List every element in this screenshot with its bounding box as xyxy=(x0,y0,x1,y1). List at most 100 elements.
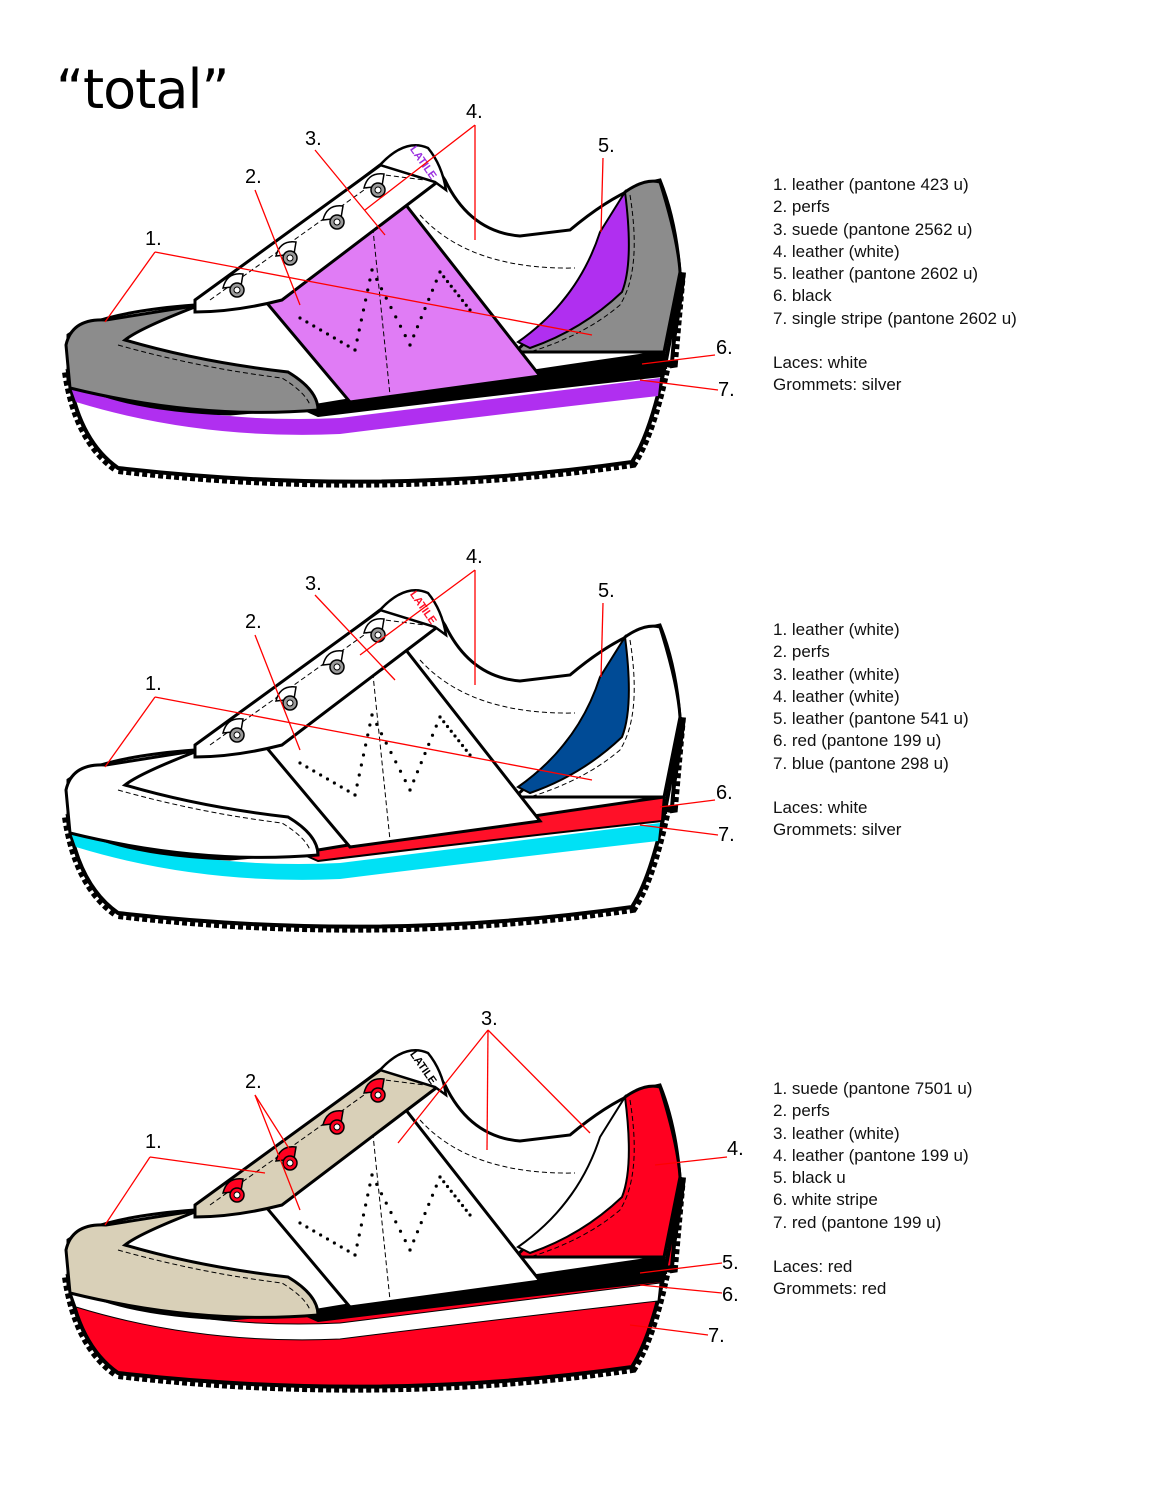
perf-dot xyxy=(464,303,468,307)
perf-dot xyxy=(339,1245,343,1249)
callout-label: 6. xyxy=(722,1284,739,1306)
saddle-stitch xyxy=(371,1124,391,1301)
callout-line xyxy=(254,634,301,751)
perf-dot xyxy=(384,1201,388,1205)
spec-item: 5. leather (pantone 541 u) xyxy=(773,709,969,729)
spec-item: 2. perfs xyxy=(773,642,830,662)
eyestay-stitch xyxy=(209,174,426,301)
perf-dot xyxy=(346,344,350,348)
laces-note: Laces: white xyxy=(773,353,868,373)
perf-dot xyxy=(398,1229,403,1233)
perfs-2 xyxy=(298,1173,472,1257)
perf-dot xyxy=(453,734,457,738)
perf-dot xyxy=(368,723,372,727)
callout-line xyxy=(104,251,156,323)
callout-line xyxy=(639,1284,723,1294)
shoe-2: LATILE xyxy=(60,569,719,933)
perf-dot xyxy=(384,741,388,745)
perf-dot xyxy=(408,343,412,347)
spec-item: 3. leather (white) xyxy=(773,664,900,684)
callout-line xyxy=(639,1262,723,1274)
spec-item: 2. perfs xyxy=(773,197,830,217)
perf-dot xyxy=(430,733,435,737)
perf-dot xyxy=(438,715,442,719)
grommets-note: Grommets: red xyxy=(773,1279,887,1299)
perf-dot xyxy=(457,294,461,298)
page-title: “total” xyxy=(56,58,229,121)
perf-dot xyxy=(423,306,427,311)
spec-item: 4. leather (white) xyxy=(773,241,900,261)
perf-dot xyxy=(430,288,435,292)
spec-list-2: 1. leather (white) 2. perfs 3. leather (… xyxy=(773,619,969,842)
perf-dot xyxy=(442,1180,446,1184)
callout-line xyxy=(314,149,386,236)
callout-label: 2. xyxy=(245,611,262,633)
laces-note: Laces: red xyxy=(773,1257,853,1277)
grommet-hole xyxy=(333,1123,341,1131)
perf-dot xyxy=(468,1213,472,1217)
toe-stitch xyxy=(117,344,311,406)
perf-dot xyxy=(460,1203,465,1208)
perf-dot xyxy=(453,1194,457,1198)
callout-line xyxy=(641,354,716,365)
stripe-7 xyxy=(70,378,660,435)
perf-dot xyxy=(423,751,427,756)
perf-dot xyxy=(366,1193,370,1197)
perf-dot xyxy=(408,1248,412,1252)
perf-dot xyxy=(298,761,302,765)
grommet-hole xyxy=(286,1159,294,1167)
perf-dot xyxy=(403,779,407,783)
perf-dot xyxy=(438,1175,442,1179)
callout-label: 7. xyxy=(708,1325,725,1347)
callout-label: 5. xyxy=(722,1252,739,1274)
perf-dot xyxy=(460,298,465,303)
perf-dot xyxy=(366,288,370,292)
perf-dot xyxy=(403,334,407,338)
callout-line xyxy=(600,602,604,678)
perf-dot xyxy=(394,760,398,764)
perf-dot xyxy=(359,763,363,767)
shoe-1: LATILE xyxy=(60,124,719,488)
perf-dot xyxy=(412,779,416,783)
perf-dot xyxy=(319,1233,323,1237)
perf-dot xyxy=(305,320,309,324)
perf-dot xyxy=(355,338,359,342)
perf-dot xyxy=(332,781,336,785)
grommet-hole xyxy=(333,663,341,671)
callout-line xyxy=(154,696,593,781)
perf-dot xyxy=(325,1237,330,1241)
callout-line xyxy=(639,824,719,836)
shoe-3: LATILE xyxy=(60,1029,728,1393)
perf-dot xyxy=(394,315,398,319)
callout-line xyxy=(254,189,301,306)
perfs-2 xyxy=(298,268,472,352)
grommet-hole xyxy=(233,286,241,294)
callout-label: 4. xyxy=(466,101,483,123)
perf-dot xyxy=(408,788,412,792)
perf-dot xyxy=(449,284,453,288)
perf-dot xyxy=(370,713,374,717)
perf-dot xyxy=(442,720,446,724)
toe-stitch xyxy=(117,789,311,851)
perf-dot xyxy=(445,1184,450,1189)
callout-line xyxy=(149,1156,266,1174)
perf-dot xyxy=(353,348,357,352)
perf-dot xyxy=(412,1239,416,1243)
callout-line xyxy=(600,157,604,233)
perf-dot xyxy=(415,325,420,329)
perf-dot xyxy=(379,732,384,736)
tongue xyxy=(377,1049,448,1098)
perf-dot xyxy=(427,1202,431,1206)
callout-line xyxy=(254,1094,301,1211)
perf-dot xyxy=(460,743,465,748)
perf-dot xyxy=(468,308,472,312)
callout-label: 7. xyxy=(718,379,735,401)
perf-dot xyxy=(434,1184,438,1188)
perf-dot xyxy=(355,783,359,787)
perf-dot xyxy=(355,1243,359,1247)
spec-list-1: 1. leather (pantone 423 u) 2. perfs 3. s… xyxy=(773,174,1017,397)
perf-dot xyxy=(357,1233,361,1237)
perf-dot xyxy=(419,316,423,320)
perf-dot xyxy=(361,308,366,312)
collar-stitch xyxy=(419,1119,576,1174)
